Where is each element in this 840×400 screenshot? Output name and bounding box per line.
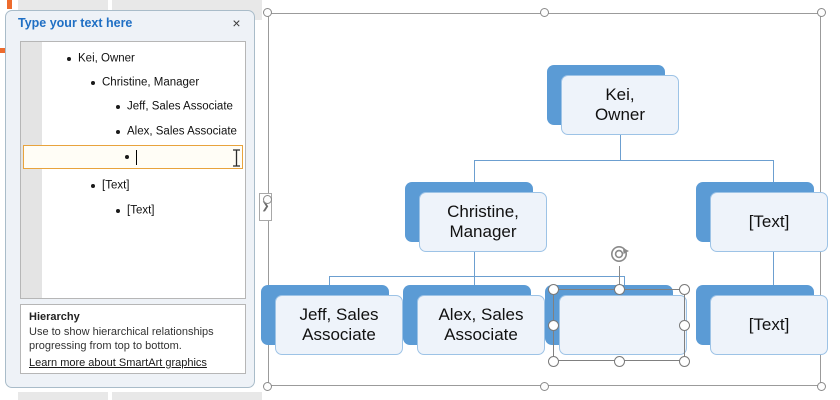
text-pane-gutter (21, 42, 42, 298)
layout-description: Use to show hierarchical relationships p… (29, 326, 214, 352)
bullet-icon (67, 57, 71, 61)
learn-more-link[interactable]: Learn more about SmartArt graphics (29, 357, 207, 369)
connector-kei-down (620, 135, 621, 161)
background-strip-bottom-2 (112, 392, 262, 400)
frame-handle-top-left[interactable] (263, 8, 272, 17)
frame-handle-bottom-center[interactable] (540, 382, 549, 391)
list-item[interactable]: Alex, Sales Associate (21, 121, 245, 143)
frame-handle-middle-left[interactable] (263, 195, 272, 204)
frame-handle-top-center[interactable] (540, 8, 549, 17)
node-face[interactable]: [Text] (710, 295, 828, 355)
text-pane-bullet-list[interactable]: Kei, Owner Christine, Manager Jeff, Sale… (20, 41, 246, 299)
list-item[interactable]: Christine, Manager (21, 72, 245, 94)
node-face[interactable] (559, 295, 687, 355)
connector-bus-to-text-right (773, 160, 774, 184)
bullet-icon (125, 155, 129, 159)
node-face[interactable]: [Text] (710, 192, 828, 252)
node-label: Kei,Owner (594, 85, 646, 124)
list-item-label: Christine, Manager (102, 76, 200, 89)
node-handle-top-center[interactable] (614, 284, 625, 295)
connector-christine-down (474, 252, 475, 277)
connector-bus-to-alex (474, 276, 475, 287)
layout-name: Hierarchy (29, 311, 80, 323)
connector-text-right-down (773, 252, 774, 287)
node-selection-box (553, 289, 685, 361)
frame-handle-top-right[interactable] (817, 8, 826, 17)
connector-bus-level1 (474, 160, 773, 161)
node-label: Christine,Manager (447, 202, 519, 241)
node-handle-bottom-right[interactable] (679, 356, 690, 367)
text-pane-description-box: Hierarchy Use to show hierarchical relat… (20, 304, 246, 374)
text-caret (136, 150, 137, 165)
list-item[interactable]: Kei, Owner (21, 48, 245, 70)
ruler-marker-left-icon (0, 48, 7, 53)
ibeam-cursor-icon (233, 149, 240, 167)
connector-bus-level2 (329, 276, 624, 277)
text-pane-title: Type your text here (18, 16, 133, 30)
ruler-marker-top-icon (7, 0, 12, 9)
list-item-label: Kei, Owner (78, 52, 135, 65)
text-pane-header: Type your text here × (6, 11, 254, 38)
bullet-icon (91, 81, 95, 85)
node-handle-middle-right[interactable] (679, 320, 690, 331)
frame-handle-bottom-left[interactable] (263, 382, 272, 391)
list-item-label: Alex, Sales Associate (127, 125, 237, 138)
bullet-icon (116, 130, 120, 134)
node-handle-bottom-center[interactable] (614, 356, 625, 367)
node-face[interactable]: Christine,Manager (419, 192, 547, 252)
node-label: [Text] (748, 315, 790, 334)
bullet-icon (116, 209, 120, 213)
bullet-icon (91, 184, 95, 188)
bullet-icon (116, 105, 120, 109)
list-item-label: Jeff, Sales Associate (127, 100, 233, 113)
list-item-active-input[interactable] (23, 145, 243, 169)
close-icon[interactable]: × (232, 15, 241, 31)
node-handle-top-right[interactable] (679, 284, 690, 295)
rotate-icon[interactable] (609, 243, 631, 265)
list-item[interactable]: [Text] (21, 200, 245, 222)
list-item-label: [Text] (127, 204, 155, 217)
list-item-label: [Text] (102, 179, 130, 192)
node-handle-middle-left[interactable] (548, 320, 559, 331)
smartart-text-pane: Type your text here × Kei, Owner Christi… (5, 10, 255, 388)
connector-bus-to-jeff (329, 276, 330, 287)
background-strip-bottom (18, 392, 108, 400)
smartart-canvas[interactable]: ❯ Kei,Owner Christine,Manager (259, 8, 828, 391)
node-label: [Text] (748, 212, 790, 231)
node-handle-top-left[interactable] (548, 284, 559, 295)
rotation-handle-stem (619, 266, 620, 289)
frame-handle-bottom-right[interactable] (817, 382, 826, 391)
list-item[interactable]: [Text] (21, 175, 245, 197)
node-face[interactable]: Kei,Owner (561, 75, 679, 135)
node-handle-bottom-left[interactable] (548, 356, 559, 367)
connector-bus-to-christine (474, 160, 475, 184)
connector-bus-to-empty (624, 276, 625, 287)
list-item[interactable]: Jeff, Sales Associate (21, 96, 245, 118)
